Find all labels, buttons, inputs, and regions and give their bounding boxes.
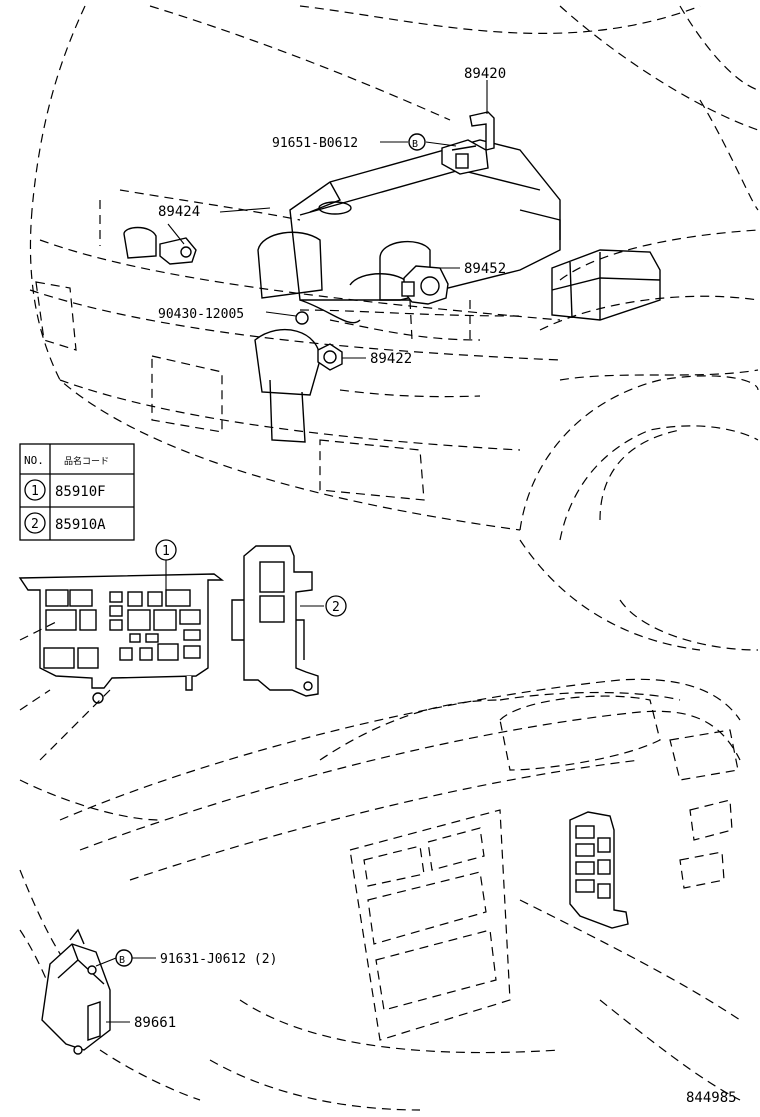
table-row2-code: 85910A xyxy=(55,517,106,533)
relay-block-1 xyxy=(18,573,225,704)
table-header-code: 品名コード xyxy=(64,455,109,467)
label-89422: 89422 xyxy=(370,351,412,367)
callout-1: 1 xyxy=(162,544,170,559)
part-89420-sensor xyxy=(441,111,495,175)
label-89661: 89661 xyxy=(134,1015,176,1031)
label-89420: 89420 xyxy=(464,66,506,82)
code-table xyxy=(19,443,135,541)
label-91651: 91651-B0612 xyxy=(272,136,358,151)
part-89661-ecu xyxy=(41,928,111,1055)
car-front-outline xyxy=(29,5,759,651)
dash-relay-block xyxy=(569,811,629,929)
row2-no-circle xyxy=(24,512,46,534)
air-cleaner xyxy=(551,249,661,321)
label-89452: 89452 xyxy=(464,261,506,277)
callout-2-circle xyxy=(325,595,347,617)
row1-no-circle xyxy=(24,479,46,501)
label-90430: 90430-12005 xyxy=(158,307,244,322)
bolt-marker-b-bottom xyxy=(115,949,133,967)
table-row1-code: 85910F xyxy=(55,484,106,500)
figure-number: 844985 xyxy=(686,1090,737,1106)
bolt-marker-b-top xyxy=(408,133,426,151)
labels: 89420 91651-B0612 B 89424 89452 90430-12… xyxy=(24,66,737,1106)
callout-1-circle xyxy=(155,539,177,561)
label-89424: 89424 xyxy=(158,204,200,220)
callout-2: 2 xyxy=(332,600,340,615)
label-91631: 91631-J0612 (2) xyxy=(160,952,277,967)
table-header-no: NO. xyxy=(24,454,44,467)
part-89422-sensor xyxy=(317,343,343,371)
table-row1-no: 1 xyxy=(31,484,39,499)
relay-block-2 xyxy=(231,545,319,697)
part-89452-sensor xyxy=(401,265,449,305)
bolt-marker-b-bottom-label: B xyxy=(119,955,125,966)
bolt-marker-b-top-label: B xyxy=(412,139,418,150)
dashboard-outline xyxy=(19,619,741,1111)
table-row2-no: 2 xyxy=(31,517,39,532)
part-89424-sensor xyxy=(123,226,197,265)
part-90430-washer xyxy=(295,311,309,325)
